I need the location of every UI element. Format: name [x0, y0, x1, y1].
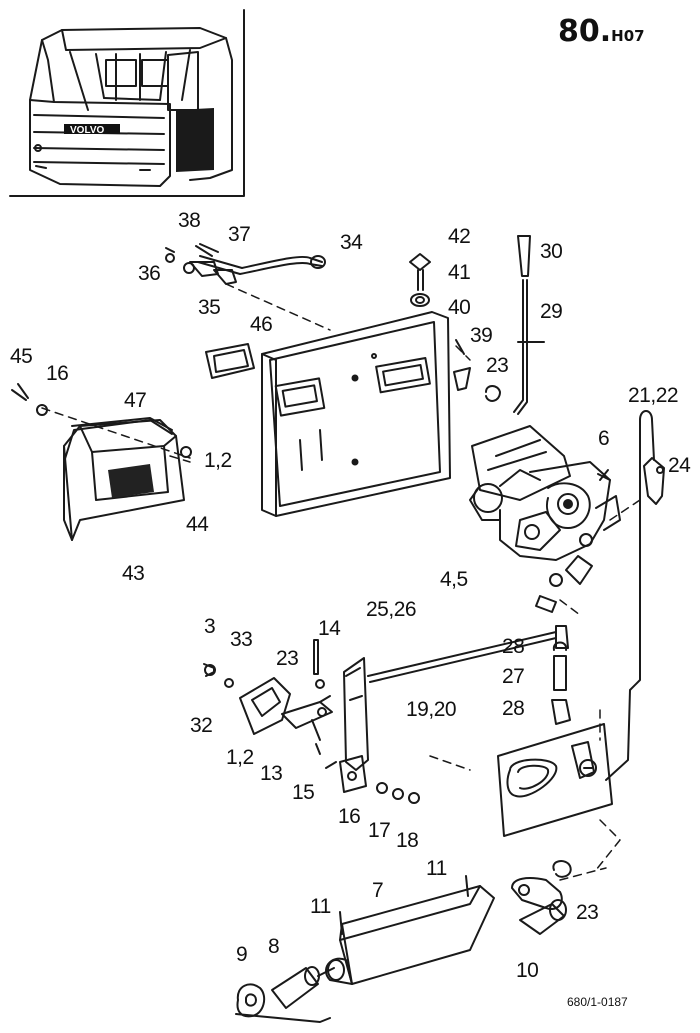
callout-1-2-lower: 1,2: [226, 746, 254, 769]
lock-mechanism: [469, 425, 621, 613]
callout-18: 18: [396, 829, 419, 852]
bracket-19-20: [339, 657, 369, 793]
callout-33: 33: [230, 628, 253, 651]
callout-7: 7: [372, 879, 384, 902]
callout-37: 37: [228, 223, 251, 246]
callout-28-upper: 28: [502, 635, 525, 658]
callout-11-right: 11: [426, 857, 447, 880]
outer-handle-32: [239, 639, 333, 741]
callout-11-left: 11: [310, 895, 331, 918]
callout-1-2-upper: 1,2: [204, 449, 232, 472]
bushing-27-28: [551, 655, 571, 725]
callout-39: 39: [470, 324, 493, 347]
lever-10: [511, 860, 572, 935]
callout-15: 15: [292, 781, 315, 804]
callout-8: 8: [268, 935, 280, 958]
callout-19-20: 19,20: [406, 698, 457, 721]
callout-32: 32: [190, 714, 213, 737]
page-suffix: H07: [611, 27, 645, 45]
callout-30: 30: [540, 240, 563, 263]
spindle-8: [235, 966, 335, 1023]
callout-38: 38: [178, 209, 201, 232]
callout-35: 35: [198, 296, 221, 319]
handle-cup-46: [205, 343, 255, 379]
callout-24: 24: [668, 454, 691, 477]
callout-45: 45: [10, 345, 33, 368]
inner-handle-7: [325, 885, 495, 985]
callout-34: 34: [340, 231, 363, 254]
callout-25-26: 25,26: [366, 598, 417, 621]
inner-trim-43: [11, 383, 192, 541]
callout-41: 41: [448, 261, 471, 284]
callout-4-5: 4,5: [440, 568, 468, 591]
door-panel: [261, 311, 451, 517]
callout-36: 36: [138, 262, 161, 285]
page-number: 80.H07: [558, 14, 645, 49]
svg-text:VOLVO: VOLVO: [70, 125, 104, 136]
pins-11: [339, 875, 469, 935]
callout-23-upper: 23: [486, 354, 509, 377]
callout-9: 9: [236, 943, 248, 966]
screw-6: [597, 469, 611, 481]
callout-16-lower: 16: [338, 805, 361, 828]
callout-13: 13: [260, 762, 283, 785]
callout-3: 3: [204, 615, 216, 638]
callout-27: 27: [502, 665, 525, 688]
callout-16-upper: 16: [46, 362, 69, 385]
callout-17: 17: [368, 819, 391, 842]
rod-25-26: [367, 625, 569, 683]
cab-inset: VOLVO: [9, 9, 245, 197]
callout-29: 29: [540, 300, 563, 323]
drawing-reference: 680/1-0187: [567, 995, 628, 1009]
screw-42: [409, 253, 431, 307]
callout-14: 14: [318, 617, 341, 640]
lock-rod-30: [513, 235, 545, 415]
callout-47: 47: [124, 389, 147, 412]
callout-23-lower: 23: [576, 901, 599, 924]
callout-6: 6: [598, 427, 610, 450]
callout-44: 44: [186, 513, 209, 536]
rear-rod-assembly: [165, 243, 326, 285]
callout-42: 42: [448, 225, 471, 248]
volvo-badge: [64, 124, 120, 134]
callout-23-middle: 23: [276, 647, 299, 670]
callout-10: 10: [516, 959, 539, 982]
callout-43: 43: [122, 562, 145, 585]
leader-lines: [41, 283, 641, 881]
callout-46: 46: [250, 313, 273, 336]
callout-21-22: 21,22: [628, 384, 679, 407]
lock-cylinder-panel: [497, 723, 613, 837]
callout-40: 40: [448, 296, 471, 319]
rod-21-22: [605, 410, 665, 781]
clip-23: [453, 339, 501, 402]
screws-3-33: [203, 663, 420, 804]
callout-28-lower: 28: [502, 697, 525, 720]
cab-door-shading: [176, 108, 214, 172]
